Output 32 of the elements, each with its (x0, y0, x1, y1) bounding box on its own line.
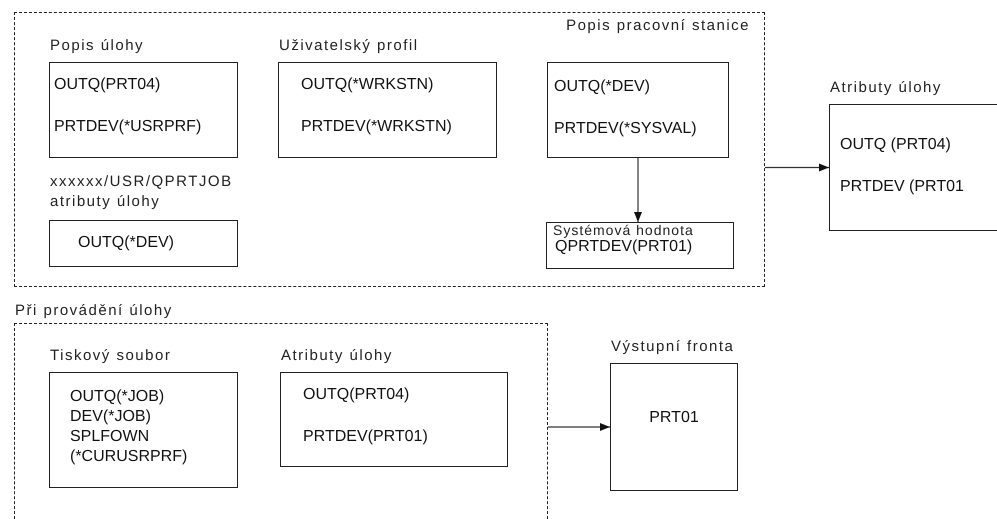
parameter-text: OUTQ(*DEV) (78, 233, 174, 253)
parameter-text: OUTQ(*DEV) (554, 77, 650, 97)
box-heading: Atributy úlohy (830, 78, 942, 98)
parameter-text: QPRTDEV(PRT01) (555, 238, 692, 257)
parameter-text: OUTQ(PRT04) (54, 75, 160, 95)
parameter-text: PRTDEV(*SYSVAL) (554, 119, 697, 139)
process-box (547, 62, 729, 158)
box-heading: Popis úlohy (50, 36, 144, 56)
group-heading: Popis pracovní stanice (566, 16, 750, 36)
box-heading: Uživatelský profil (279, 36, 419, 56)
group-heading: Při provádění úlohy (15, 301, 173, 321)
box-heading: Výstupní fronta (611, 337, 734, 357)
parameter-text: SPLFOWN (*CURUSRPRF) (70, 427, 188, 467)
arrow (634, 158, 642, 222)
box-heading: Atributy úlohy (281, 346, 393, 366)
box-heading: xxxxxx/USR/QPRTJOB atributy úlohy (50, 172, 234, 212)
parameter-text: OUTQ (PRT04) (840, 135, 951, 155)
parameter-text: PRTDEV(PRT01) (303, 427, 428, 447)
parameter-text: DEV(*JOB) (70, 407, 152, 427)
parameter-text: PRTDEV(*WRKSTN) (301, 117, 452, 137)
arrow (765, 164, 829, 172)
parameter-text: OUTQ(*JOB) (70, 387, 166, 407)
parameter-text: OUTQ(PRT04) (303, 385, 410, 405)
parameter-text: PRT01 (649, 408, 699, 428)
box-heading: Tiskový soubor (50, 346, 172, 366)
process-box (546, 222, 734, 269)
arrow (548, 423, 610, 431)
box-heading: Systémová hodnota (553, 222, 694, 238)
parameter-text: PRTDEV(*USRPRF) (54, 117, 202, 137)
dashed-group-frame (14, 12, 765, 287)
parameter-text: PRTDEV (PRT01 (840, 177, 964, 197)
parameter-text: OUTQ(*WRKSTN) (301, 75, 434, 95)
